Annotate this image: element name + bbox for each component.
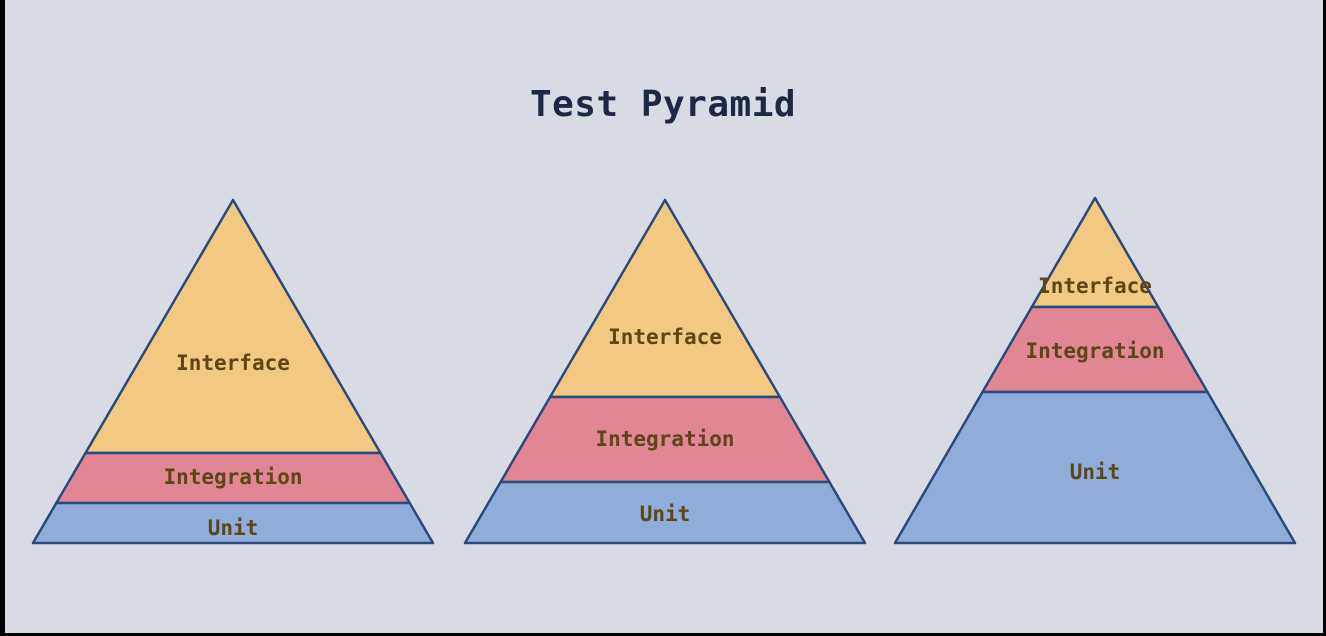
- pyramid-left: Interface Integration Unit: [31, 198, 435, 545]
- pyramid-left-interface-label: Interface: [176, 351, 290, 375]
- pyramid-right-interface-label: Interface: [1038, 274, 1152, 298]
- pyramid-left-integration-label: Integration: [163, 465, 302, 489]
- pyramid-right-unit-label: Unit: [1070, 460, 1121, 484]
- pyramid-center: Interface Integration Unit: [463, 198, 867, 545]
- page-title: Test Pyramid: [529, 84, 797, 125]
- pyramid-left-unit-section: [31, 501, 435, 545]
- pyramid-right-integration-label: Integration: [1025, 339, 1164, 363]
- pyramid-center-unit-label: Unit: [640, 502, 691, 526]
- pyramid-center-interface-section: [548, 198, 782, 399]
- pyramid-left-unit-label: Unit: [208, 516, 259, 540]
- pyramid-center-integration-label: Integration: [595, 427, 734, 451]
- pyramid-center-interface-label: Interface: [608, 325, 722, 349]
- pyramid-right: Interface Integration Unit: [893, 196, 1297, 545]
- pyramid-center-unit-section: [463, 480, 867, 545]
- pyramid-left-interface-section: [84, 198, 382, 455]
- pyramid-right-unit-section: [893, 390, 1297, 545]
